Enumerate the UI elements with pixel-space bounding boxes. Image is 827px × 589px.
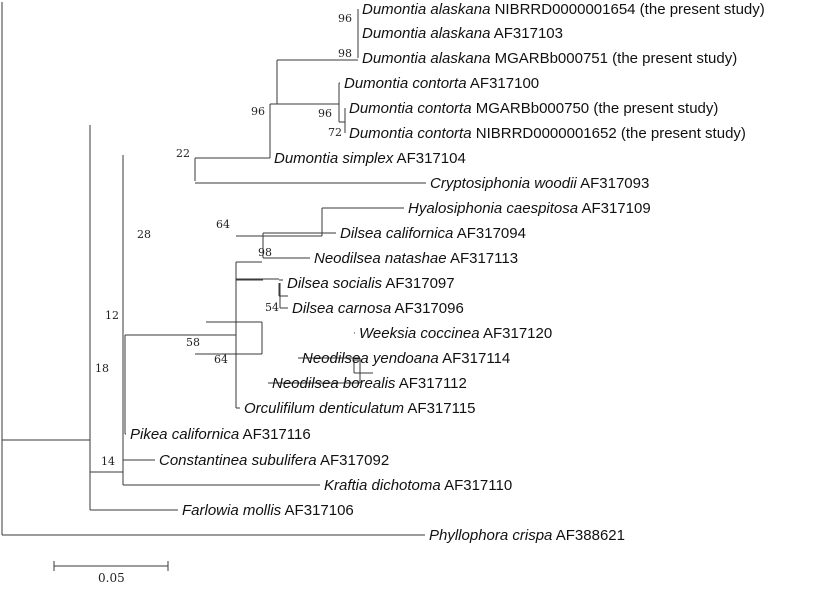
bootstrap-value: 18	[95, 362, 109, 375]
accession-number: AF317096	[391, 300, 464, 317]
bootstrap-value: 64	[216, 218, 230, 231]
bootstrap-value: 96	[338, 12, 352, 25]
bootstrap-value: 72	[328, 126, 342, 139]
bootstrap-value: 22	[176, 147, 190, 160]
species-name: Weeksia coccinea	[359, 325, 480, 342]
study-note: (the present study)	[636, 1, 765, 18]
accession-number: AF388621	[552, 527, 625, 544]
accession-number: AF317109	[578, 200, 651, 217]
species-name: Neodilsea natashae	[314, 250, 447, 267]
study-note: (the present study)	[589, 100, 718, 117]
accession-number: MGARBb000750	[472, 100, 590, 117]
accession-number: AF317103	[490, 25, 563, 42]
bootstrap-value: 98	[338, 47, 352, 60]
tip-label: Dumontia contorta AF317100	[344, 75, 539, 92]
species-name: Dumontia alaskana	[362, 25, 490, 42]
accession-number: AF317093	[577, 175, 650, 192]
accession-number: AF317120	[480, 325, 553, 342]
species-name: Neodilsea borealis	[272, 375, 396, 392]
species-name: Dumontia alaskana	[362, 50, 490, 67]
tip-label: Neodilsea yendoana AF317114	[302, 350, 510, 367]
species-name: Dilsea socialis	[287, 275, 383, 292]
bootstrap-value: 96	[251, 105, 265, 118]
accession-number: NIBRRD0000001654	[490, 1, 635, 18]
species-name: Dilsea californica	[340, 225, 453, 242]
species-name: Kraftia dichotoma	[324, 477, 441, 494]
bootstrap-value: 14	[101, 455, 115, 468]
bootstrap-value: 58	[186, 336, 200, 349]
species-name: Pikea californica	[130, 426, 239, 443]
tip-label: Dumontia contorta MGARBb000750 (the pres…	[349, 100, 718, 117]
species-name: Dumontia contorta	[344, 75, 467, 92]
bootstrap-value: 98	[258, 246, 272, 259]
accession-number: AF317112	[395, 375, 466, 392]
accession-number: MGARBb000751	[490, 50, 608, 67]
tip-label: Farlowia mollis AF317106	[182, 502, 354, 519]
species-name: Dumontia contorta	[349, 100, 472, 117]
species-name: Dumontia alaskana	[362, 1, 490, 18]
tip-label: Dumontia alaskana NIBRRD0000001654 (the …	[362, 1, 765, 18]
accession-number: AF317113	[447, 250, 518, 267]
accession-number: AF317094	[453, 225, 526, 242]
tip-label: Phyllophora crispa AF388621	[429, 527, 625, 544]
tip-label: Neodilsea natashae AF317113	[314, 250, 518, 267]
tip-label: Kraftia dichotoma AF317110	[324, 477, 512, 494]
species-name: Orculifilum denticulatum	[244, 400, 404, 417]
tip-label: Dumontia simplex AF317104	[274, 150, 466, 167]
accession-number: AF317110	[441, 477, 512, 494]
scale-bar: 0.05	[53, 561, 169, 585]
bootstrap-value: 28	[137, 228, 151, 241]
bootstrap-value: 12	[105, 309, 119, 322]
bootstrap-value: 64	[214, 353, 228, 366]
tip-label: Weeksia coccinea AF317120	[359, 325, 552, 342]
study-note: (the present study)	[608, 50, 737, 67]
species-name: Dumontia contorta	[349, 125, 472, 142]
tip-label: Constantinea subulifera AF317092	[159, 452, 389, 469]
tip-label: Orculifilum denticulatum AF317115	[244, 400, 476, 417]
accession-number: AF317115	[404, 400, 475, 417]
species-name: Neodilsea yendoana	[302, 350, 439, 367]
accession-number: AF317104	[393, 150, 466, 167]
species-name: Farlowia mollis	[182, 502, 282, 519]
accession-number: NIBRRD0000001652	[472, 125, 617, 142]
species-name: Hyalosiphonia caespitosa	[408, 200, 578, 217]
accession-number: AF317116	[239, 426, 310, 443]
tip-label: Dilsea carnosa AF317096	[292, 300, 464, 317]
bootstrap-value: 54	[265, 301, 279, 314]
tip-label: Dilsea socialis AF317097	[287, 275, 455, 292]
species-name: Cryptosiphonia woodii	[430, 175, 577, 192]
accession-number: AF317106	[281, 502, 354, 519]
bootstrap-values: 96 98 96 96 72 22 64 98 54 28 58 64 12 18 14	[95, 12, 352, 468]
species-name: Phyllophora crispa	[429, 527, 552, 544]
scale-bar-label: 0.05	[98, 571, 125, 585]
tip-label: Dilsea californica AF317094	[340, 225, 526, 242]
tip-label: Neodilsea borealis AF317112	[272, 375, 467, 392]
tip-label: Hyalosiphonia caespitosa AF317109	[408, 200, 651, 217]
species-name: Dumontia simplex	[274, 150, 394, 167]
tip-label: Dumontia alaskana AF317103	[362, 25, 563, 42]
tree-branches	[1, 2, 426, 536]
species-name: Dilsea carnosa	[292, 300, 391, 317]
accession-number: AF317092	[317, 452, 390, 469]
tip-label: Pikea californica AF317116	[130, 426, 311, 443]
accession-number: AF317114	[439, 350, 510, 367]
tip-labels: Dumontia alaskana NIBRRD0000001654 (the …	[130, 1, 765, 544]
tip-label: Dumontia contorta NIBRRD0000001652 (the …	[349, 125, 746, 142]
bootstrap-value: 96	[318, 107, 332, 120]
study-note: (the present study)	[617, 125, 746, 142]
tip-label: Cryptosiphonia woodii AF317093	[430, 175, 649, 192]
tip-label: Dumontia alaskana MGARBb000751 (the pres…	[362, 50, 737, 67]
species-name: Constantinea subulifera	[159, 452, 317, 469]
accession-number: AF317097	[382, 275, 455, 292]
accession-number: AF317100	[467, 75, 540, 92]
